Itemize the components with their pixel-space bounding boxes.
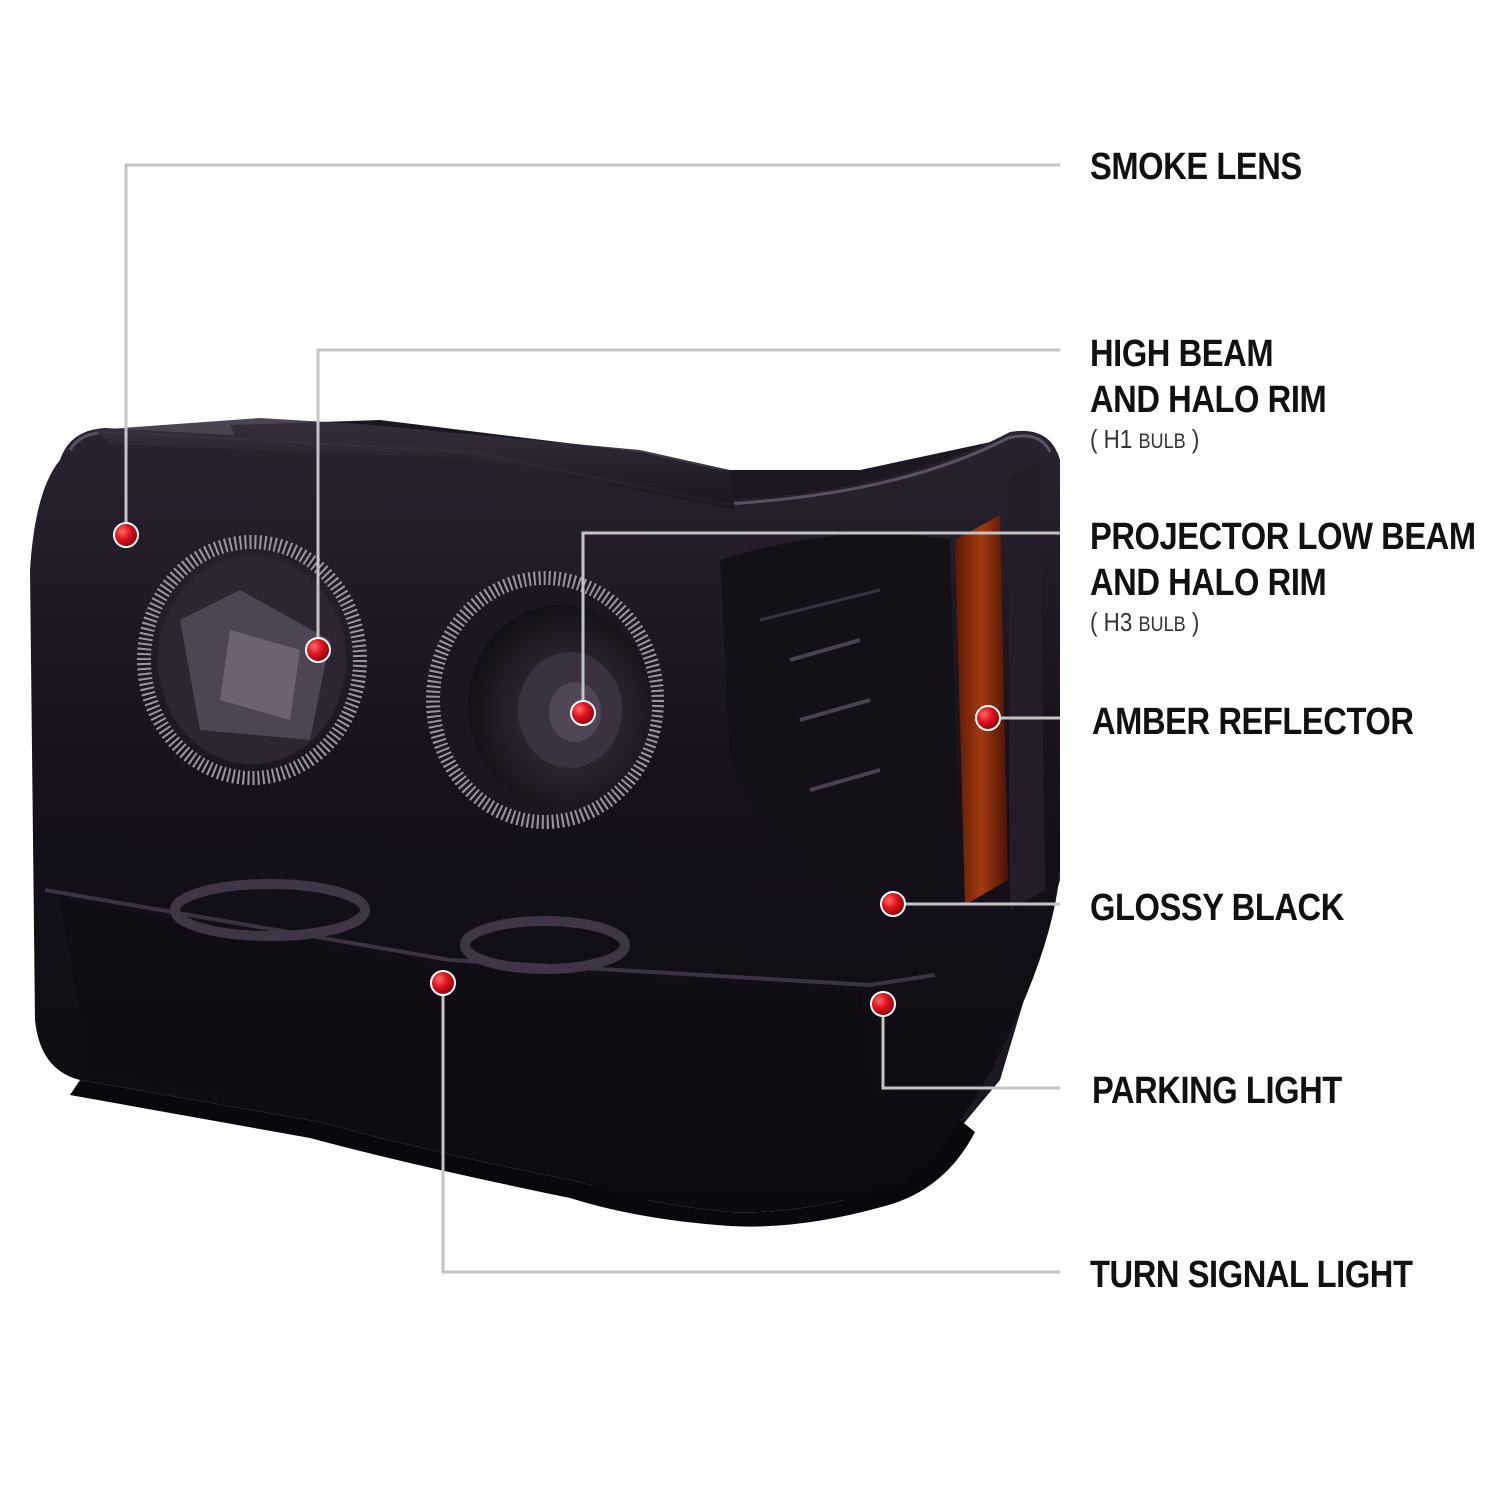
leader-line-high-beam [316,348,1060,650]
marker-dot-projector [570,700,596,726]
label-parking-light-text: PARKING LIGHT [1092,1070,1342,1112]
leader-line-smoke-lens [124,163,1060,535]
label-glossy-black: GLOSSY BLACK [1090,885,1344,931]
label-projector-bulb: ( H3 BULB ) [1090,607,1200,637]
marker-dot-high-beam [305,637,331,663]
marker-dot-parking [870,991,896,1017]
label-smoke-lens: SMOKE LENS [1090,144,1302,190]
label-high-beam-line1: HIGH BEAM [1090,333,1274,375]
marker-dot-amber [975,705,1001,731]
label-parking-light: PARKING LIGHT [1092,1068,1342,1114]
label-turn-signal: TURN SIGNAL LIGHT [1090,1252,1413,1298]
marker-dot-smoke-lens [113,522,139,548]
headlight-housing [30,418,1060,1227]
leader-line-projector [581,531,1060,713]
label-high-beam: HIGH BEAM AND HALO RIM ( H1 BULB ) [1090,331,1327,458]
high-beam-halo [137,535,367,785]
leader-lines [124,163,1060,1274]
label-projector-line2: AND HALO RIM [1090,562,1327,604]
label-high-beam-bulb: ( H1 BULB ) [1090,424,1200,454]
label-amber-reflector-text: AMBER REFLECTOR [1092,701,1414,743]
label-high-beam-line2: AND HALO RIM [1090,379,1327,421]
glossy-black-panel [720,533,960,900]
label-glossy-black-text: GLOSSY BLACK [1090,887,1344,929]
marker-dot-glossy [880,891,906,917]
marker-dots [113,522,1001,1017]
leader-line-turn-signal [441,983,1060,1274]
marker-dot-turn-signal [430,970,456,996]
label-projector-line1: PROJECTOR LOW BEAM [1090,516,1476,558]
label-projector-low-beam: PROJECTOR LOW BEAM AND HALO RIM ( H3 BUL… [1090,514,1476,641]
label-amber-reflector: AMBER REFLECTOR [1092,699,1414,745]
leader-line-parking [881,1004,1060,1090]
label-turn-signal-text: TURN SIGNAL LIGHT [1090,1254,1413,1296]
projector-low-beam-halo [426,571,664,829]
label-smoke-lens-text: SMOKE LENS [1090,146,1302,188]
